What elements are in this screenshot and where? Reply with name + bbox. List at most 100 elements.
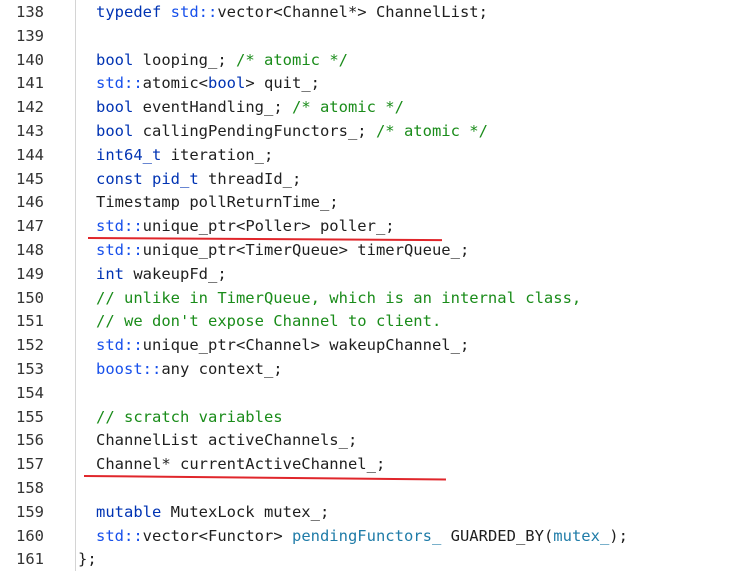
line-number: 150 bbox=[16, 288, 44, 307]
code-token: std:: bbox=[96, 241, 143, 259]
code-token: MutexLock mutex_; bbox=[170, 502, 330, 521]
code-line: 148 std::unique_ptr<TimerQueue> timerQueu… bbox=[0, 239, 734, 263]
code-text: std::atomic<bool> quit_; bbox=[96, 72, 320, 96]
code-line: 149 int wakeupFd_; bbox=[0, 263, 734, 287]
code-line: 158 bbox=[0, 477, 734, 501]
code-line: 155 // scratch variables bbox=[0, 406, 734, 430]
line-number: 139 bbox=[16, 26, 44, 45]
code-token: int64_t bbox=[96, 145, 171, 164]
code-line: 141 std::atomic<bool> quit_; bbox=[0, 72, 734, 96]
code-token: pid_t bbox=[152, 169, 208, 188]
code-token: const bbox=[96, 169, 152, 188]
code-line: 140 bool looping_; /* atomic */ bbox=[0, 49, 734, 73]
code-token: atomic< bbox=[142, 74, 208, 93]
code-token: looping_; bbox=[142, 50, 236, 69]
code-token: int bbox=[96, 264, 134, 283]
line-number: 140 bbox=[16, 50, 44, 69]
code-line: 161}; bbox=[0, 548, 734, 572]
code-token: vector<Functor> bbox=[142, 526, 292, 545]
code-line: 160 std::vector<Functor> pendingFunctors_… bbox=[0, 525, 734, 549]
line-number: 154 bbox=[16, 383, 44, 402]
code-token: // scratch variables bbox=[96, 407, 283, 426]
code-token: std:: bbox=[96, 526, 143, 545]
code-token: // unlike in TimerQueue, which is an int… bbox=[96, 288, 582, 307]
code-token: typedef bbox=[96, 3, 171, 21]
code-text: mutable MutexLock mutex_; bbox=[96, 501, 329, 525]
code-line: 146 Timestamp pollReturnTime_; bbox=[0, 191, 734, 215]
line-number: 143 bbox=[16, 122, 44, 140]
code-token: unique_ptr<Channel> wakeupChannel_; bbox=[142, 336, 470, 355]
code-token: bool bbox=[96, 122, 143, 140]
code-token: unique_ptr<TimerQueue> timerQueue_; bbox=[142, 241, 470, 259]
code-token: > quit_; bbox=[245, 74, 320, 93]
code-token: Channel* currentActiveChannel_; bbox=[96, 455, 386, 474]
line-number: 149 bbox=[16, 264, 44, 283]
code-line: 142 bool eventHandling_; /* atomic */ bbox=[0, 96, 734, 120]
code-text: bool looping_; /* atomic */ bbox=[96, 49, 348, 73]
code-text: bool eventHandling_; /* atomic */ bbox=[96, 96, 404, 120]
code-token: ); bbox=[609, 526, 628, 545]
code-token: }; bbox=[78, 550, 97, 569]
code-token: ChannelList activeChannels_; bbox=[96, 431, 358, 450]
line-number: 144 bbox=[16, 145, 44, 164]
code-token: std:: bbox=[170, 3, 218, 21]
code-line: 156 ChannelList activeChannels_; bbox=[0, 429, 734, 453]
code-text: }; bbox=[78, 548, 97, 572]
line-number: 155 bbox=[16, 407, 44, 426]
code-token: any context_; bbox=[161, 360, 283, 378]
line-number: 146 bbox=[16, 193, 44, 212]
code-line: 144 int64_t iteration_; bbox=[0, 144, 734, 168]
line-number: 138 bbox=[16, 3, 44, 21]
line-number: 153 bbox=[16, 360, 44, 378]
code-token: GUARDED_BY( bbox=[450, 526, 554, 545]
line-number: 160 bbox=[16, 526, 44, 545]
code-line: 159 mutable MutexLock mutex_; bbox=[0, 501, 734, 525]
code-text: std::vector<Functor> pendingFunctors_ GU… bbox=[96, 525, 628, 549]
code-text: int64_t iteration_; bbox=[96, 144, 273, 168]
code-token: wakeupFd_; bbox=[133, 264, 227, 283]
code-line: 153 boost::any context_; bbox=[0, 358, 734, 382]
line-number: 159 bbox=[16, 502, 44, 521]
code-token: eventHandling_; bbox=[142, 98, 292, 117]
code-text: Timestamp pollReturnTime_; bbox=[96, 191, 339, 215]
code-token: boost:: bbox=[96, 360, 162, 378]
code-line: 151// we don't expose Channel to client. bbox=[0, 310, 734, 334]
code-text: // scratch variables bbox=[96, 406, 283, 430]
code-text: int wakeupFd_; bbox=[96, 263, 227, 287]
code-text: Channel* currentActiveChannel_; bbox=[96, 453, 385, 477]
code-text: std::unique_ptr<Poller> poller_; bbox=[96, 215, 395, 239]
code-text: // unlike in TimerQueue, which is an int… bbox=[96, 287, 581, 311]
code-token: vector<Channel*> ChannelList; bbox=[217, 3, 488, 21]
code-text: std::unique_ptr<Channel> wakeupChannel_; bbox=[96, 334, 469, 358]
code-token: /* atomic */ bbox=[236, 50, 348, 69]
code-token: Timestamp pollReturnTime_; bbox=[96, 193, 339, 212]
line-number: 158 bbox=[16, 479, 44, 497]
code-line: 157 Channel* currentActiveChannel_; bbox=[0, 453, 734, 477]
code-token: bool bbox=[96, 50, 143, 69]
code-token: mutable bbox=[96, 502, 171, 521]
line-number: 157 bbox=[16, 455, 44, 474]
code-text: bool callingPendingFunctors_; /* atomic … bbox=[96, 120, 488, 144]
line-number: 148 bbox=[16, 241, 44, 259]
code-token: std:: bbox=[96, 336, 143, 355]
code-line: 154 bbox=[0, 382, 734, 406]
code-text: const pid_t threadId_; bbox=[96, 168, 301, 192]
code-text: std::unique_ptr<TimerQueue> timerQueue_; bbox=[96, 239, 469, 263]
code-token: threadId_; bbox=[208, 169, 302, 188]
code-line: 150 // unlike in TimerQueue, which is an … bbox=[0, 287, 734, 311]
code-line: 139 bbox=[0, 25, 734, 49]
line-number: 142 bbox=[16, 98, 44, 117]
line-number: 145 bbox=[16, 169, 44, 188]
code-token: /* atomic */ bbox=[375, 122, 488, 140]
code-text: ChannelList activeChannels_; bbox=[96, 429, 357, 453]
line-number: 156 bbox=[16, 431, 44, 450]
line-number: 141 bbox=[16, 74, 44, 93]
line-number: 152 bbox=[16, 336, 44, 355]
code-line: 143 bool callingPendingFunctors_; /* atom… bbox=[0, 120, 734, 144]
code-line: 152 std::unique_ptr<Channel> wakeupChanne… bbox=[0, 334, 734, 358]
code-token: mutex_ bbox=[553, 526, 610, 545]
code-token: std:: bbox=[96, 74, 143, 93]
code-text: boost::any context_; bbox=[96, 358, 283, 382]
